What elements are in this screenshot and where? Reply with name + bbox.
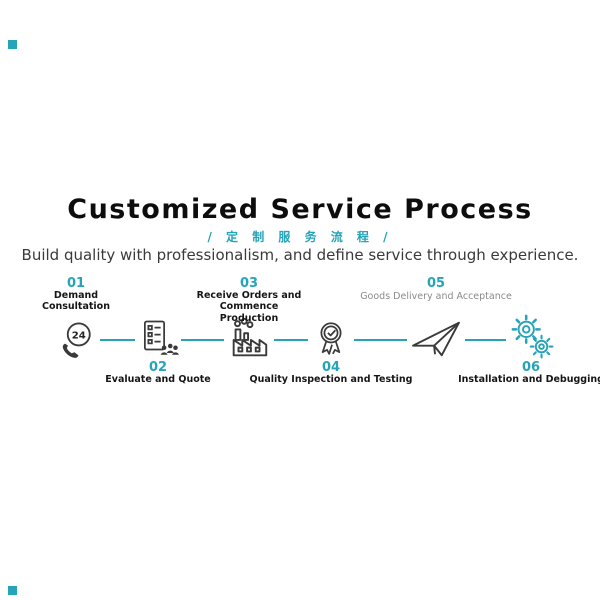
medal-check-icon <box>308 318 354 360</box>
step-label-06: Installation and Debugging <box>458 374 600 385</box>
step-number-05: 05 <box>426 276 446 291</box>
gears-icon <box>506 314 556 360</box>
paper-plane-icon <box>407 316 465 360</box>
phone-icon-24-text: 24 <box>72 331 86 342</box>
step-number-06: 06 <box>521 360 541 375</box>
page-tagline: Build quality with professionalism, and … <box>21 246 579 264</box>
factory-icon <box>224 316 274 362</box>
step-label-01: Demand Consultation <box>42 290 110 313</box>
step-label-05: Goods Delivery and Acceptance <box>360 291 512 302</box>
step-label-03: Receive Orders and Commence Production <box>196 290 302 324</box>
process-timeline-line <box>55 339 550 341</box>
decor-square-top <box>8 40 17 49</box>
page-subtitle-chinese: / 定 制 服 务 流 程 / <box>207 230 393 244</box>
decor-square-bottom <box>8 586 17 595</box>
step-number-03: 03 <box>239 276 259 291</box>
phone-24h-icon: 24 <box>52 317 100 361</box>
step-label-02: Evaluate and Quote <box>105 374 211 385</box>
checklist-team-icon <box>135 318 181 360</box>
step-number-01: 01 <box>66 276 86 291</box>
page-title: Customized Service Process <box>67 194 533 225</box>
step-number-04: 04 <box>321 360 341 375</box>
step-label-04: Quality Inspection and Testing <box>249 374 413 385</box>
step-number-02: 02 <box>148 360 168 375</box>
